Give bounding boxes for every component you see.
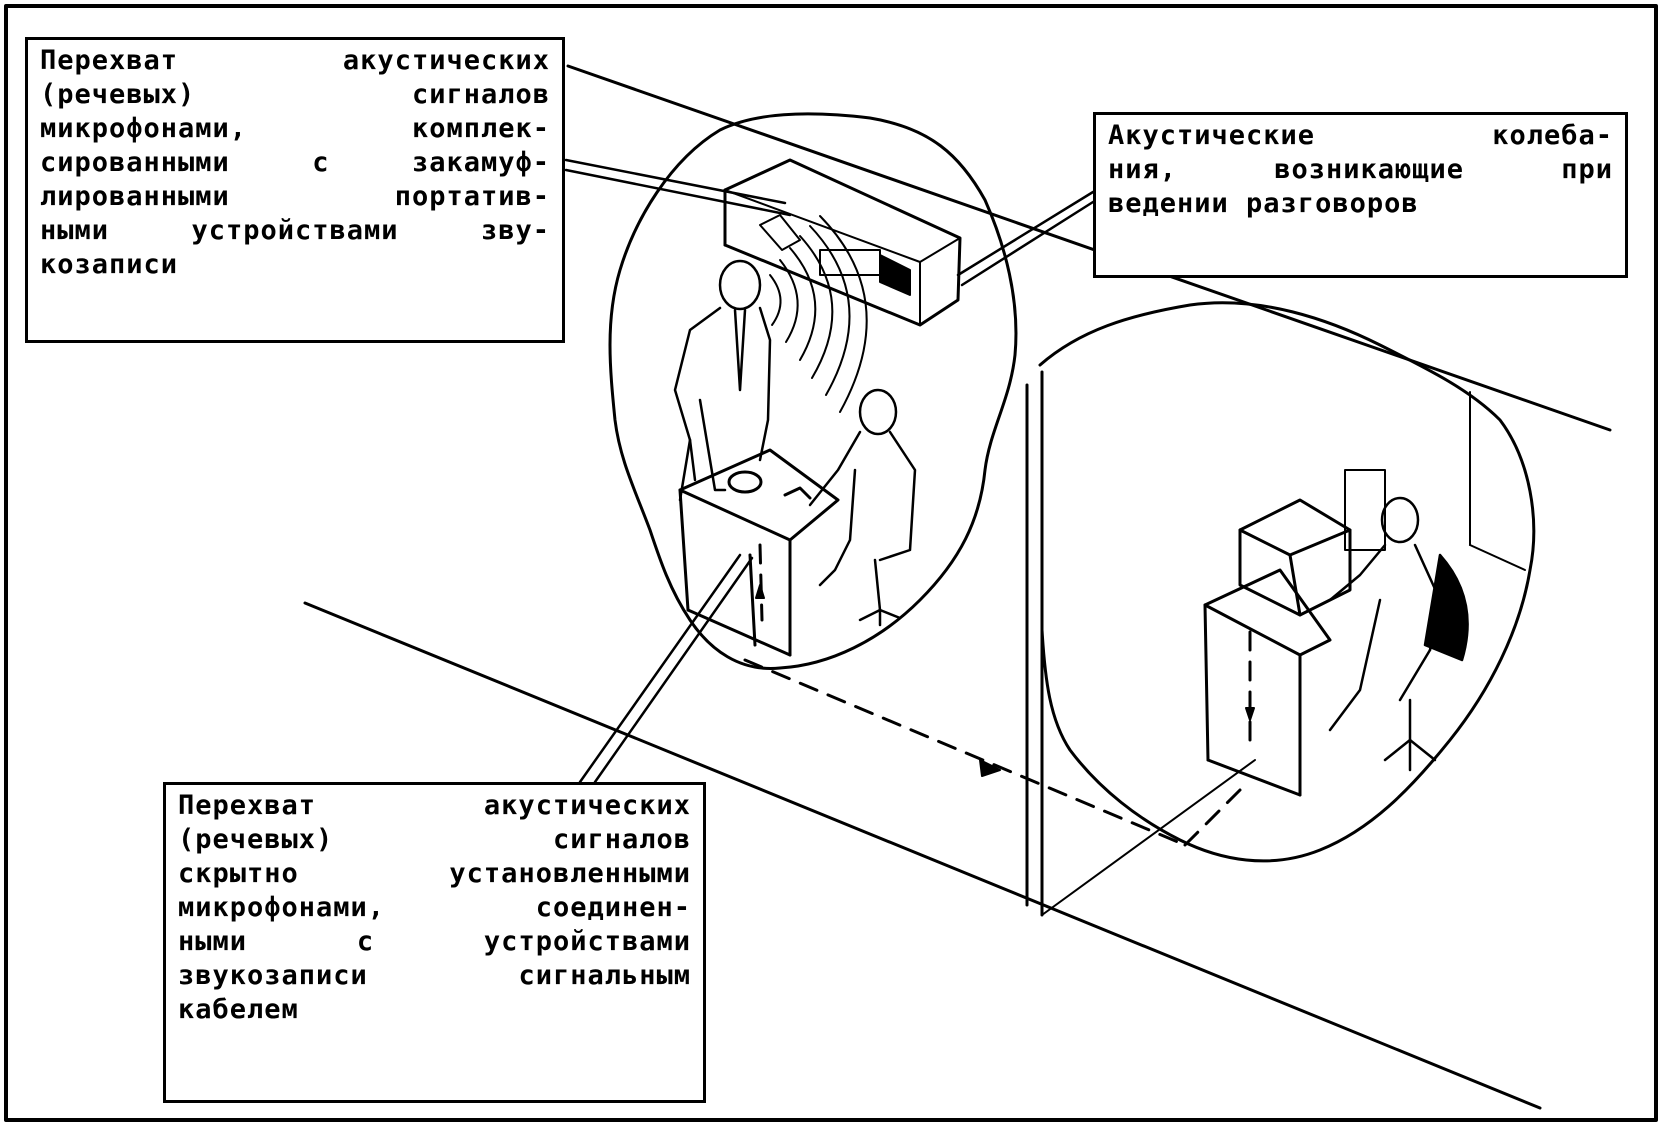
callout-line: ными с устройствами <box>178 926 691 957</box>
operator <box>1328 496 1469 772</box>
callout-line: (речевых) сигналов <box>178 824 691 855</box>
callout-line: звукозаписи сигнальным <box>178 960 691 991</box>
office-desk <box>678 448 840 657</box>
sound-waves <box>769 215 868 413</box>
standing-person <box>673 259 772 502</box>
seated-person <box>808 388 917 627</box>
left-scene-bubble <box>608 112 1018 670</box>
callout-line: лированными портатив- <box>40 181 550 212</box>
callout-hidden-microphones-cable: Перехват акустических (речевых) сигналов… <box>163 782 706 1103</box>
callout-line: микрофонами, соединен- <box>178 892 691 923</box>
callout-line: кабелем <box>178 994 299 1025</box>
listening-post <box>1203 469 1386 797</box>
callout-line: Акустические колеба- <box>1108 120 1613 151</box>
callout-line: микрофонами, комплек- <box>40 113 550 144</box>
outer-frame <box>4 4 1658 1122</box>
callout-microphones-portable-recorders: Перехват акустических (речевых) сигналов… <box>25 37 565 343</box>
callout-line: сированными с закамуф- <box>40 147 550 178</box>
callout-acoustic-vibrations: Акустические колеба- ния, возникающие пр… <box>1093 112 1628 278</box>
cable-arrow-down <box>755 584 765 599</box>
callout-line: ными устройствами зву- <box>40 215 550 246</box>
callout-line: ведении разговоров <box>1108 188 1419 219</box>
cable-arrow-right <box>979 759 1001 777</box>
signal-cable <box>743 543 1252 847</box>
callout-line: Перехват акустических <box>40 45 550 76</box>
callout-line: (речевых) сигналов <box>40 79 550 110</box>
callout-line: козаписи <box>40 249 179 280</box>
room-walls <box>303 64 1612 1110</box>
callout-line: ния, возникающие при <box>1108 154 1613 185</box>
callout-line: скрытно установленными <box>178 858 691 889</box>
callout-leaders <box>564 158 1095 784</box>
callout-line: Перехват акустических <box>178 790 691 821</box>
cable-arrow-up <box>1245 707 1255 721</box>
right-scene-bubble <box>1038 301 1536 863</box>
